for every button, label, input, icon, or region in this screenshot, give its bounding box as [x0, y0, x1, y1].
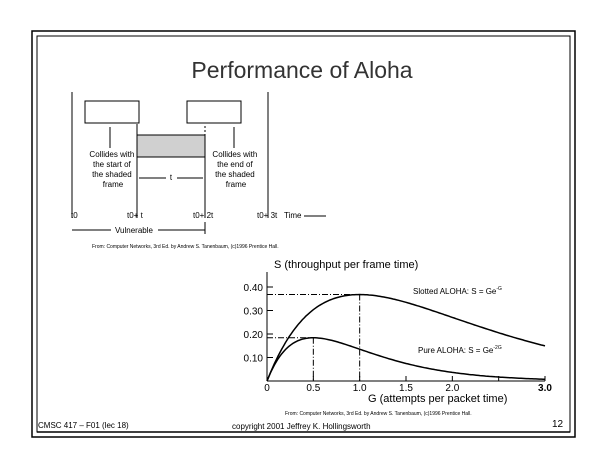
vulnerable-period-diagram: Collides with the start of the shaded fr…: [71, 92, 326, 250]
t0-plus-2t-label: t0+ 2t: [193, 211, 214, 220]
t-label: t: [170, 173, 173, 182]
footer-copyright: copyright 2001 Jeffrey K. Hollingsworth: [232, 422, 371, 431]
x-tick-label: 1.5: [399, 383, 413, 394]
chart-credit: From: Computer Networks, 3rd Ed. by Andr…: [285, 411, 472, 417]
collides-end-label: Collides with the end of the shaded fram…: [212, 150, 259, 189]
y-axis-label: S (throughput per frame time): [274, 259, 418, 271]
t0-plus-3t-label: t0+ 3t: [257, 211, 278, 220]
vulnerable-label: Vulnerable: [115, 226, 154, 235]
pure-aloha-label: Pure ALOHA: S = Ge-2G: [418, 345, 502, 355]
slotted-aloha-curve: [266, 293, 546, 382]
page-number: 12: [552, 419, 564, 430]
t0-plus-t-label: t0+ t: [127, 211, 144, 220]
x-tick-label: 0.5: [306, 383, 320, 394]
x-tick-label: 1.0: [353, 383, 367, 394]
pure-aloha-curve: [266, 337, 546, 382]
slotted-aloha-label: Slotted ALOHA: S = Ge-G: [413, 286, 502, 296]
x-tick-label: 0: [264, 383, 270, 394]
diagram-credit: From: Computer Networks, 3rd Ed. by Andr…: [92, 244, 279, 250]
y-tick-label: 0.30: [244, 307, 264, 318]
outer-border: [31, 30, 576, 438]
x-tick-label: 3.0: [538, 383, 552, 394]
x-axis-label: G (attempts per packet time): [368, 393, 507, 405]
frame-left: [84, 100, 140, 124]
y-tick-label: 0.20: [244, 330, 264, 341]
collides-start-label: Collides with the start of the shaded fr…: [89, 150, 136, 189]
time-label: Time: [284, 211, 302, 220]
y-tick-label: 0.40: [244, 283, 264, 294]
y-tick-label: 0.10: [244, 354, 264, 365]
shaded-frame: [136, 134, 206, 158]
frame-right: [186, 100, 242, 124]
footer-course: CMSC 417 – F01 (lec 18): [38, 421, 129, 430]
x-tick-label: 2.0: [445, 383, 459, 394]
slide-title: Performance of Aloha: [191, 57, 412, 83]
throughput-chart: S (throughput per frame time) G (attempt…: [244, 259, 553, 417]
t0-label: t0: [71, 211, 78, 220]
